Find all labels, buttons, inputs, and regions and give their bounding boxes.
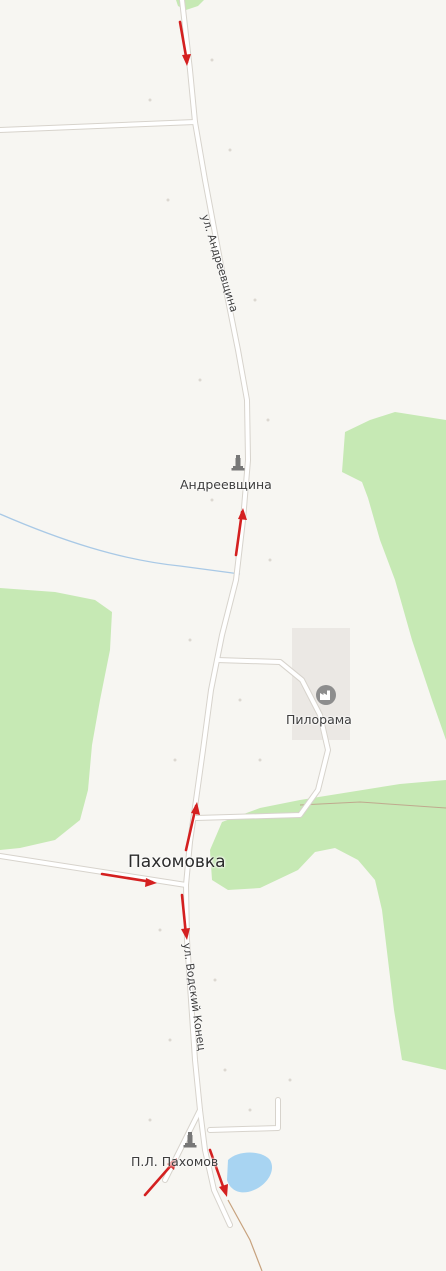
building-dots (148, 58, 292, 1122)
route-arrow (143, 1158, 177, 1197)
route-arrow (180, 893, 190, 940)
stream-line (0, 513, 241, 575)
road-west-top (0, 120, 197, 132)
route-arrow (208, 1148, 228, 1197)
forest-area-southeast (210, 780, 446, 1070)
dirt-path-south (227, 1199, 263, 1271)
monument-icon (231, 455, 245, 471)
route-arrows (100, 20, 247, 1197)
poi-label-pilorama[interactable]: Пилорама (286, 712, 352, 727)
route-arrow (184, 802, 200, 852)
forest-area-east (342, 412, 446, 740)
forest-area-west (0, 588, 112, 850)
poi-label-andreevshchina[interactable]: Андреевщина (180, 477, 272, 492)
route-arrow (178, 20, 191, 66)
road-main (180, 0, 250, 1227)
route-arrow (100, 872, 157, 887)
pond (227, 1152, 273, 1193)
track-east (299, 801, 446, 809)
factory-icon[interactable] (315, 684, 337, 706)
poi-label-pl-pakhomov[interactable]: П.Л. Пахомов (131, 1154, 219, 1169)
place-label-pakhomovka[interactable]: Пахомовка (128, 852, 226, 872)
route-arrow (234, 508, 247, 557)
road-side-south (208, 1098, 280, 1132)
road-loop (194, 658, 330, 820)
road-southwest (163, 1108, 202, 1182)
monument-icon (183, 1132, 197, 1148)
road-west-bottom (0, 854, 188, 887)
